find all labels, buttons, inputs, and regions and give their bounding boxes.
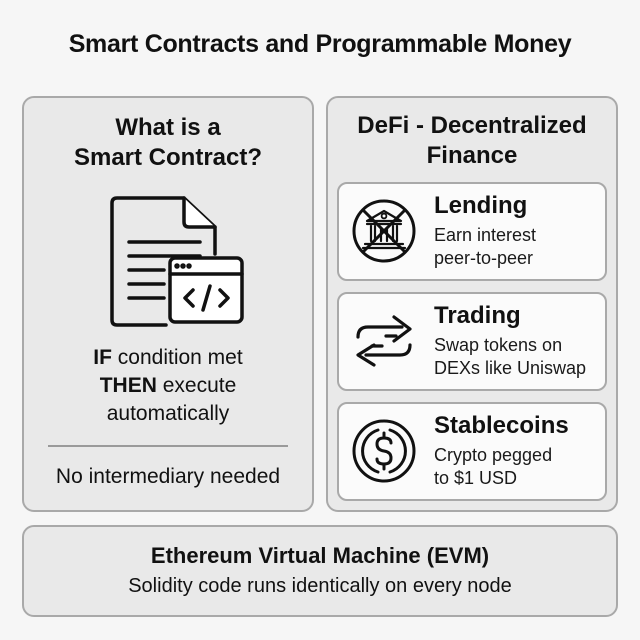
item-desc: Earn interest peer-to-peer <box>434 224 536 270</box>
desc-line-1: Earn interest <box>434 225 537 245</box>
title-line-2: Finance <box>426 142 518 169</box>
no-bank-icon <box>352 199 416 263</box>
desc-line-1: Crypto pegged <box>434 445 553 465</box>
item-desc: Crypto pegged to $1 USD <box>434 444 552 490</box>
smart-contract-card: What is a Smart Contract? IF condition m… <box>22 96 314 512</box>
item-name: Trading <box>434 302 521 329</box>
title-line-1: DeFi - Decentralized <box>357 112 587 139</box>
evm-card: Ethereum Virtual Machine (EVM) Solidity … <box>22 525 618 617</box>
divider <box>48 445 288 447</box>
if-keyword: IF <box>93 346 112 369</box>
rule-line-3: automatically <box>106 402 230 425</box>
defi-card-title: DeFi - Decentralized Finance <box>328 111 616 171</box>
evm-title: Ethereum Virtual Machine (EVM) <box>150 543 490 568</box>
defi-item-lending: Lending Earn interest peer-to-peer <box>337 182 607 281</box>
smart-contract-card-title: What is a Smart Contract? <box>24 113 312 173</box>
title-line-1: What is a <box>115 114 221 141</box>
evm-subtitle: Solidity code runs identically on every … <box>128 575 512 597</box>
then-keyword: THEN <box>99 374 157 397</box>
then-text: execute <box>156 374 237 397</box>
if-text: condition met <box>111 346 243 369</box>
item-desc: Swap tokens on DEXs like Uniswap <box>434 334 586 380</box>
rule-text: IF condition met THEN execute automatica… <box>24 344 312 428</box>
item-name: Stablecoins <box>434 412 569 439</box>
desc-line-2: DEXs like Uniswap <box>434 358 587 378</box>
item-name: Lending <box>434 192 528 219</box>
defi-card: DeFi - Decentralized Finance Lending Ear… <box>326 96 618 512</box>
desc-line-1: Swap tokens on <box>434 335 563 355</box>
desc-line-2: peer-to-peer <box>434 248 534 268</box>
defi-item-trading: Trading Swap tokens on DEXs like Uniswap <box>337 292 607 391</box>
no-intermediary-text: No intermediary needed <box>55 465 281 488</box>
title-line-2: Smart Contract? <box>73 144 263 171</box>
dollar-coin-icon <box>352 419 416 483</box>
page-title: Smart Contracts and Programmable Money <box>68 30 572 58</box>
defi-item-stablecoins: Stablecoins Crypto pegged to $1 USD <box>337 402 607 501</box>
desc-line-2: to $1 USD <box>434 468 518 488</box>
document-code-icon <box>110 196 244 327</box>
swap-arrows-icon <box>356 315 412 367</box>
